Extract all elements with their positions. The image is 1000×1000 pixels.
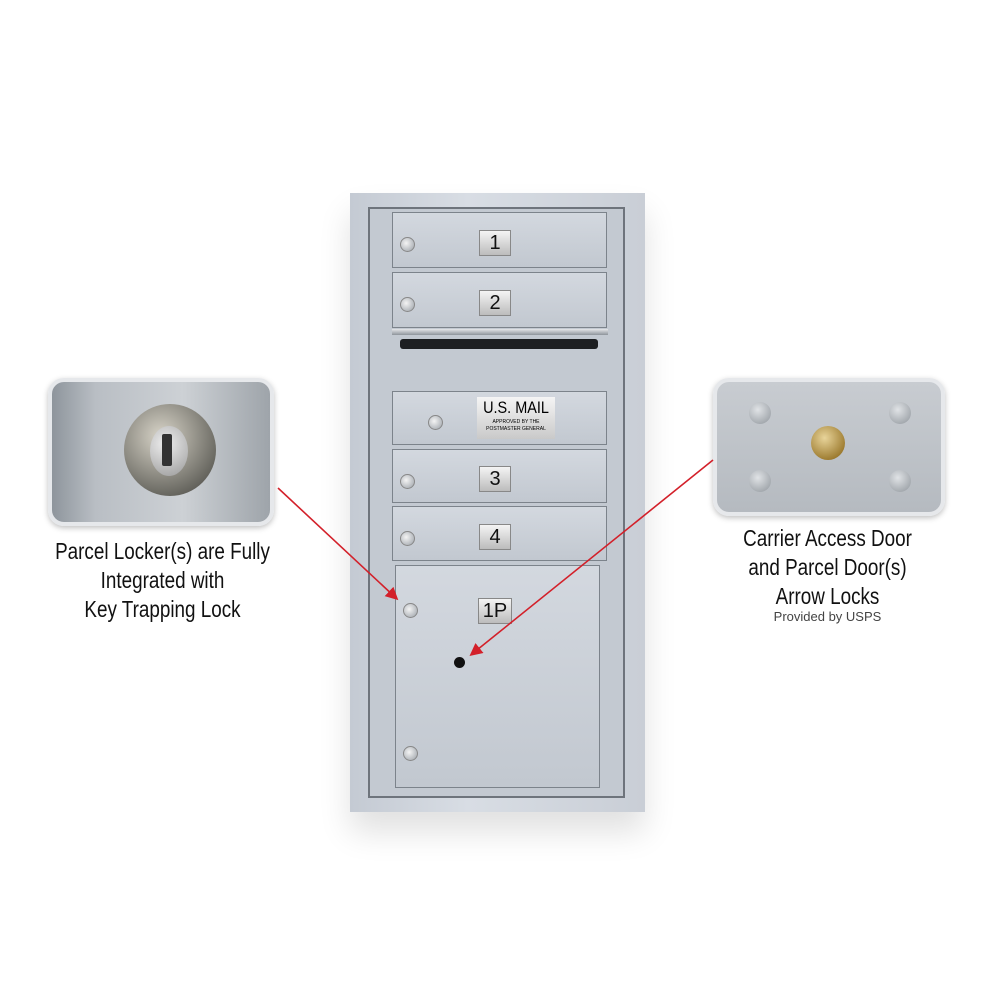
door-number: 1P <box>478 598 512 624</box>
mail-door-2[interactable]: 2 <box>392 272 607 328</box>
lock-icon <box>400 474 415 489</box>
callout-line: Key Trapping Lock <box>84 596 241 622</box>
right-arrow <box>469 459 714 657</box>
mail-door-4[interactable]: 4 <box>392 506 607 561</box>
callout-line: Parcel Locker(s) are Fully <box>55 538 270 564</box>
panel-line1: APPROVED BY THE <box>492 419 540 425</box>
lock-icon <box>428 415 443 430</box>
callout-line: Arrow Locks <box>775 583 880 609</box>
rivet-icon <box>889 402 911 424</box>
rivet-icon <box>889 470 911 492</box>
door-number: 1 <box>479 230 511 256</box>
door-number: 3 <box>479 466 511 492</box>
rivet-icon <box>749 402 771 424</box>
lock-icon <box>400 531 415 546</box>
callout-line: and Parcel Door(s) <box>748 554 907 580</box>
lock-icon <box>403 746 418 761</box>
callout-note: Provided by USPS <box>773 609 882 624</box>
callout-line: Integrated with <box>100 567 225 593</box>
outgoing-mail-plate <box>392 329 608 335</box>
left-arrow <box>277 487 399 601</box>
us-mail-panel: U.S. MAIL APPROVED BY THE POSTMASTER GEN… <box>392 391 607 445</box>
outgoing-mail-slot[interactable] <box>400 339 598 349</box>
parcel-locker-door[interactable]: 1P <box>395 565 600 788</box>
lock-icon <box>400 237 415 252</box>
us-mail-label: U.S. MAIL APPROVED BY THE POSTMASTER GEN… <box>477 397 555 439</box>
key-trapping-lock-closeup <box>48 378 274 526</box>
door-number: 2 <box>479 290 511 316</box>
right-callout-text: Carrier Access Door and Parcel Door(s) A… <box>711 524 945 611</box>
arrow-lock-closeup <box>713 378 945 516</box>
lock-icon <box>400 297 415 312</box>
panel-title: U.S. MAIL <box>483 398 549 417</box>
mail-door-3[interactable]: 3 <box>392 449 607 503</box>
left-callout-text: Parcel Locker(s) are Fully Integrated wi… <box>46 537 280 624</box>
door-number: 4 <box>479 524 511 550</box>
brass-lock-icon <box>811 426 845 460</box>
callout-line: Carrier Access Door <box>743 525 912 551</box>
lock-cylinder-icon <box>124 404 216 496</box>
panel-line2: POSTMASTER GENERAL <box>486 426 546 432</box>
lock-icon <box>403 603 418 618</box>
arrow-lock-keyhole <box>454 657 465 668</box>
mail-door-1[interactable]: 1 <box>392 212 607 268</box>
rivet-icon <box>749 470 771 492</box>
